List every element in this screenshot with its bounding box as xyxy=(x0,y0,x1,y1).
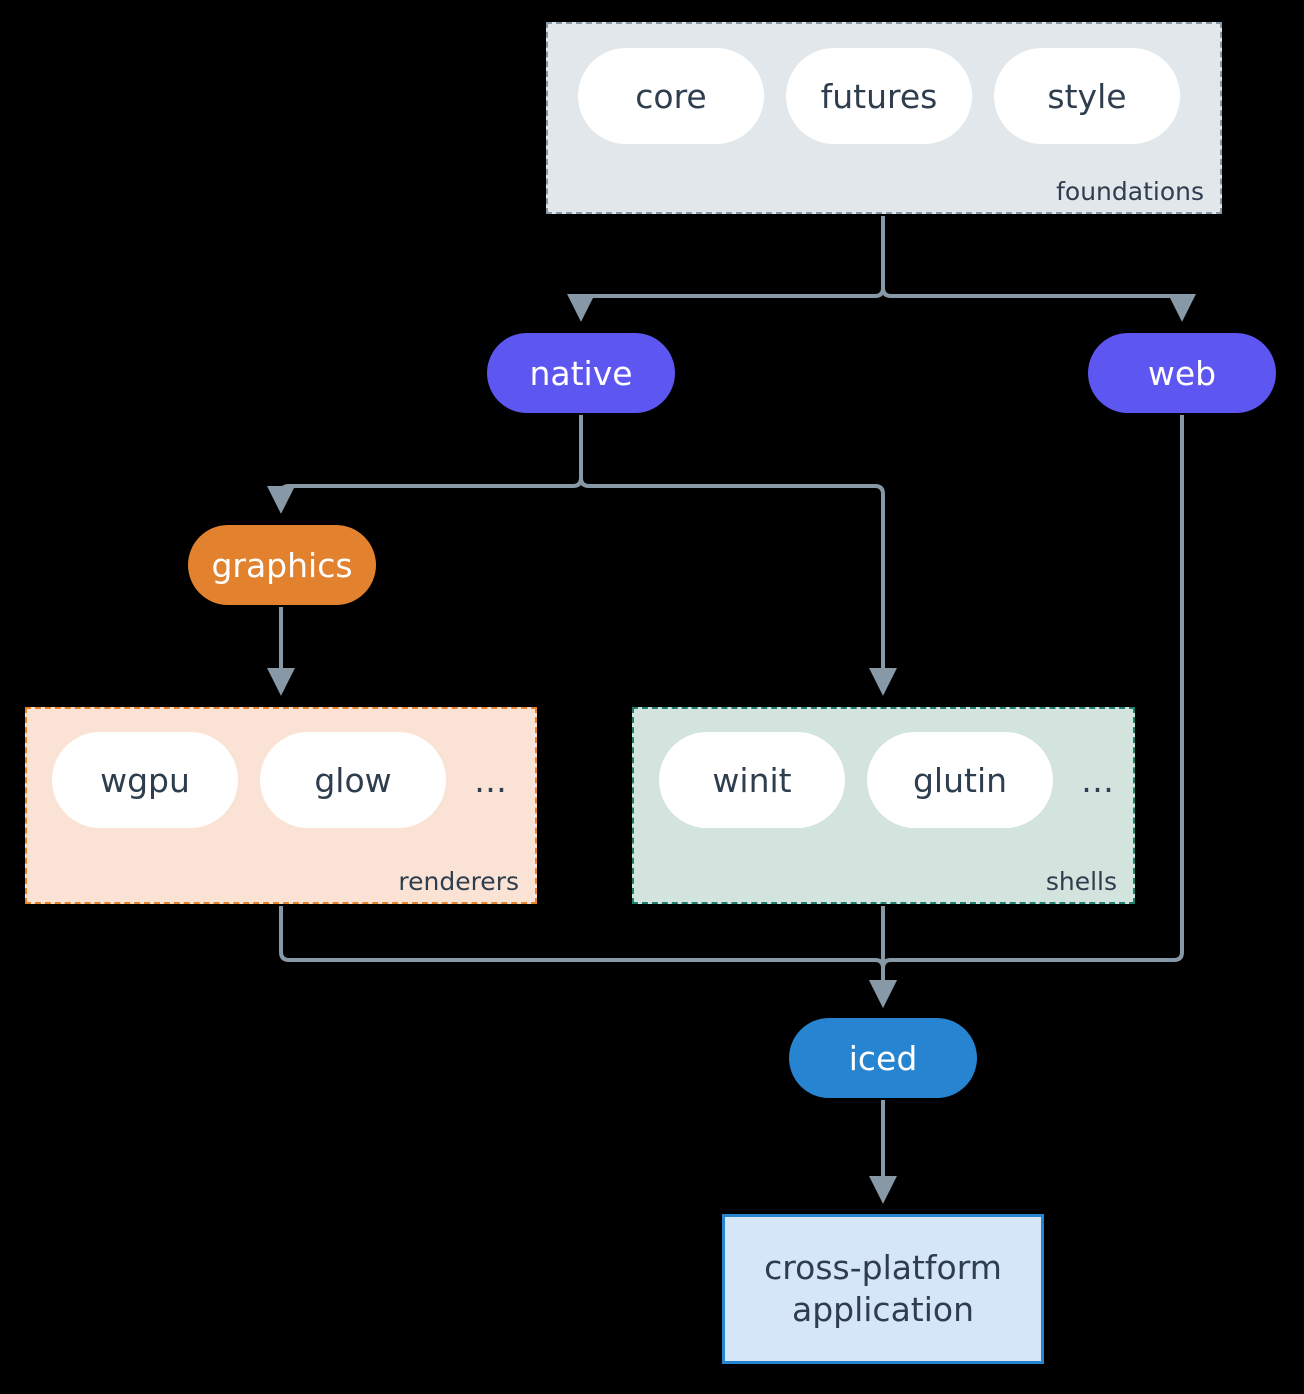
group-renderers: wgpu glow … renderers xyxy=(25,707,537,904)
node-cross-platform-application[interactable]: cross-platform application xyxy=(722,1214,1044,1364)
node-core-label: core xyxy=(635,76,707,116)
edge-native-shells xyxy=(579,415,897,696)
node-style-label: style xyxy=(1047,76,1127,116)
group-foundations: core futures style foundations xyxy=(546,22,1222,214)
node-web[interactable]: web xyxy=(1088,333,1276,413)
edge-renderers-iced xyxy=(279,906,897,1008)
renderers-more-ellipsis: … xyxy=(474,760,508,800)
shells-more-ellipsis: … xyxy=(1081,760,1115,800)
node-wgpu-label: wgpu xyxy=(100,760,190,800)
node-graphics-label: graphics xyxy=(211,545,353,585)
group-label-shells: shells xyxy=(1045,867,1117,896)
group-label-foundations: foundations xyxy=(1056,177,1204,206)
node-iced[interactable]: iced xyxy=(789,1018,977,1098)
foundations-items: core futures style xyxy=(578,48,1180,144)
group-label-renderers: renderers xyxy=(398,867,519,896)
node-glutin[interactable]: glutin xyxy=(867,732,1053,828)
node-native[interactable]: native xyxy=(487,333,675,413)
group-shells: winit glutin … shells xyxy=(632,707,1135,904)
node-wgpu[interactable]: wgpu xyxy=(52,732,238,828)
shells-items: winit glutin … xyxy=(659,732,1121,828)
node-futures-label: futures xyxy=(820,76,938,116)
node-glow-label: glow xyxy=(314,760,392,800)
renderers-items: wgpu glow … xyxy=(52,732,514,828)
node-iced-label: iced xyxy=(848,1038,918,1078)
edge-foundations-native xyxy=(567,216,885,322)
edge-native-graphics xyxy=(267,415,583,514)
node-web-label: web xyxy=(1147,353,1217,393)
node-winit[interactable]: winit xyxy=(659,732,845,828)
application-label-line1: cross-platform xyxy=(764,1247,1002,1287)
node-style[interactable]: style xyxy=(994,48,1180,144)
node-glow[interactable]: glow xyxy=(260,732,446,828)
node-graphics[interactable]: graphics xyxy=(188,525,376,605)
edge-foundations-web xyxy=(881,216,1196,322)
node-glutin-label: glutin xyxy=(912,760,1008,800)
node-winit-label: winit xyxy=(712,760,792,800)
node-native-label: native xyxy=(529,353,633,393)
application-label-line2: application xyxy=(791,1290,975,1329)
node-futures[interactable]: futures xyxy=(786,48,972,144)
node-core[interactable]: core xyxy=(578,48,764,144)
